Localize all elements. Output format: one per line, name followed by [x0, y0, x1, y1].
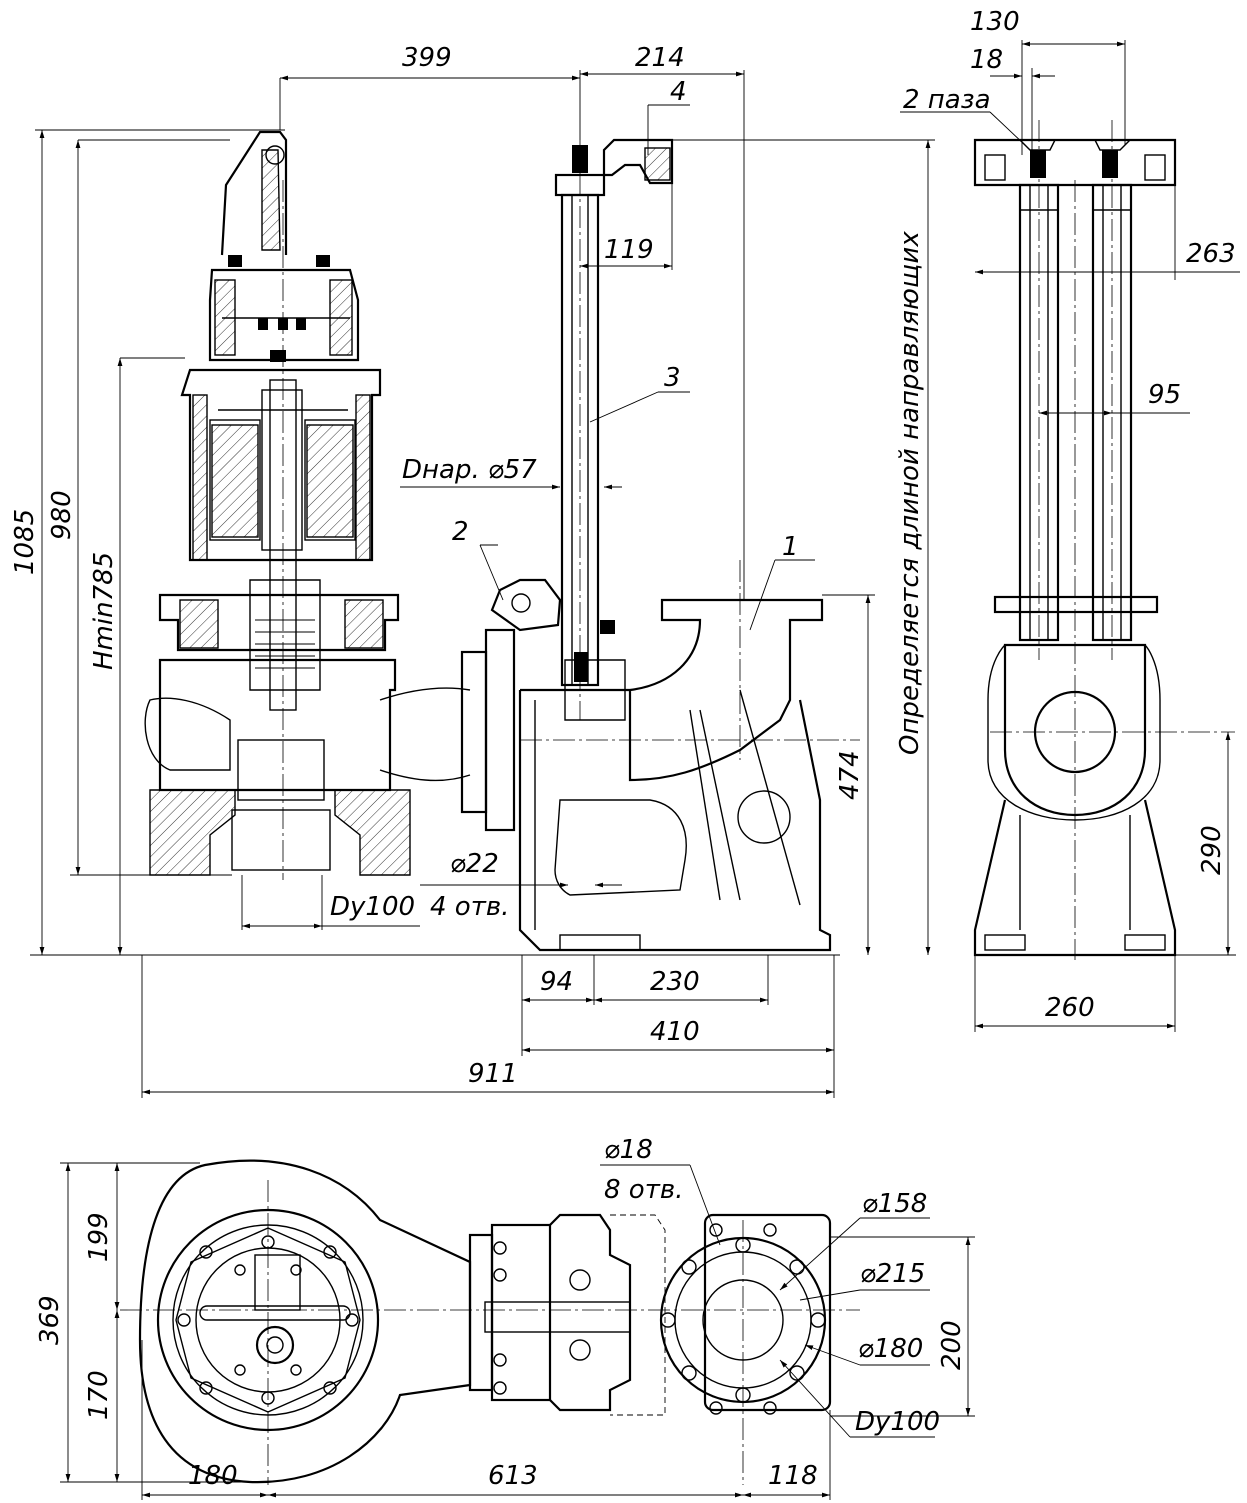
dim-613: 613: [488, 1461, 538, 1491]
phi158-label: ⌀158: [862, 1189, 927, 1219]
front-view: 399 214 4 119 3 Dнар. ⌀57 2 1 ⌀22 4 отв.…: [10, 43, 935, 1098]
callout-4: 4: [670, 77, 687, 107]
dim-200: 200: [937, 1320, 967, 1370]
dim-18: 18: [970, 45, 1003, 75]
dim-130: 130: [970, 7, 1020, 37]
callout-3: 3: [664, 363, 681, 393]
guide-length-note: Определяется длиной направляющих: [895, 231, 925, 755]
side-view: [900, 40, 1240, 1032]
callout-leaders: [479, 104, 815, 631]
plan-view: [60, 1159, 975, 1500]
dim-180: 180: [188, 1461, 238, 1491]
dim-119: 119: [604, 235, 654, 265]
callout-1: 1: [782, 532, 799, 562]
dim-170: 170: [84, 1370, 114, 1420]
guide-rail: [490, 138, 674, 720]
phi215-label: ⌀215: [860, 1259, 925, 1289]
holes4-label: 4 отв.: [430, 892, 509, 922]
slots-label: 2 паза: [903, 85, 991, 115]
front-dimension-lines: [30, 70, 935, 1098]
dim-1085: 1085: [10, 509, 40, 575]
pump-body: [144, 130, 516, 880]
dim-118: 118: [768, 1461, 818, 1491]
dim-290: 290: [1197, 825, 1227, 875]
dim-214: 214: [635, 43, 685, 73]
dy100-front-label: Dy100: [330, 892, 415, 922]
holes8-label: 8 отв.: [604, 1175, 683, 1205]
dim-199: 199: [84, 1212, 114, 1262]
dy100-plan-label: Dy100: [855, 1407, 940, 1437]
dim-399: 399: [402, 43, 452, 73]
dim-369: 369: [35, 1295, 65, 1345]
dim-410: 410: [650, 1017, 700, 1047]
dim-260: 260: [1045, 993, 1095, 1023]
dim-95: 95: [1148, 380, 1181, 410]
dim-94: 94: [540, 967, 573, 997]
base-elbow: [518, 560, 860, 952]
dim-911: 911: [468, 1059, 518, 1089]
phi180-label: ⌀180: [858, 1334, 923, 1364]
dim-474: 474: [835, 750, 865, 800]
flange-bolt-holes: [660, 1223, 826, 1415]
phi22-label: ⌀22: [450, 849, 499, 879]
dim-980: 980: [47, 490, 77, 540]
dim-263: 263: [1186, 239, 1236, 269]
callout-2: 2: [452, 517, 469, 547]
dim-230: 230: [650, 967, 700, 997]
phi18-label: ⌀18: [604, 1135, 653, 1165]
dnar-label: Dнар. ⌀57: [402, 455, 537, 485]
hmin-label: Hmin785: [89, 552, 119, 670]
